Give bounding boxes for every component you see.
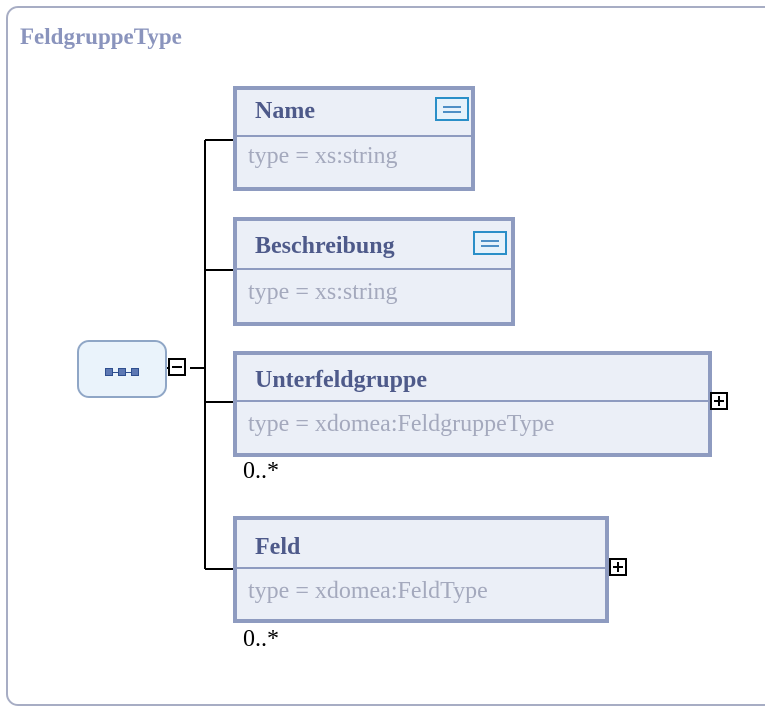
element-name-label: Unterfeldgruppe [255, 367, 427, 393]
documentation-icon [435, 97, 469, 121]
element-name-box[interactable]: Name type = xs:string [233, 86, 475, 191]
element-type-label: type = xs:string [248, 143, 398, 169]
sequence-icon [105, 368, 139, 376]
element-name-label: Feld [255, 534, 301, 560]
sequence-compositor[interactable] [77, 340, 167, 398]
element-type-label: type = xdomea:FeldType [248, 578, 488, 604]
collapse-toggle-icon[interactable] [168, 358, 186, 376]
element-name-label: Beschreibung [255, 233, 395, 259]
expand-toggle-icon[interactable] [609, 558, 627, 576]
element-separator [237, 268, 511, 270]
element-beschreibung-box[interactable]: Beschreibung type = xs:string [233, 217, 515, 326]
element-unterfeldgruppe-box[interactable]: Unterfeldgruppe type = xdomea:Feldgruppe… [233, 351, 712, 457]
connector-lines [167, 139, 233, 570]
documentation-icon [473, 231, 507, 255]
expand-toggle-icon[interactable] [710, 392, 728, 410]
element-type-label: type = xs:string [248, 279, 398, 305]
element-separator [237, 567, 605, 569]
occurrence-label: 0..* [243, 626, 279, 652]
element-separator [237, 400, 708, 402]
element-name-label: Name [255, 98, 315, 124]
diagram-title: FeldgruppeType [20, 24, 182, 49]
element-feld-box[interactable]: Feld type = xdomea:FeldType [233, 516, 609, 623]
element-type-label: type = xdomea:FeldgruppeType [248, 411, 555, 437]
element-separator [237, 135, 471, 137]
occurrence-label: 0..* [243, 458, 279, 484]
